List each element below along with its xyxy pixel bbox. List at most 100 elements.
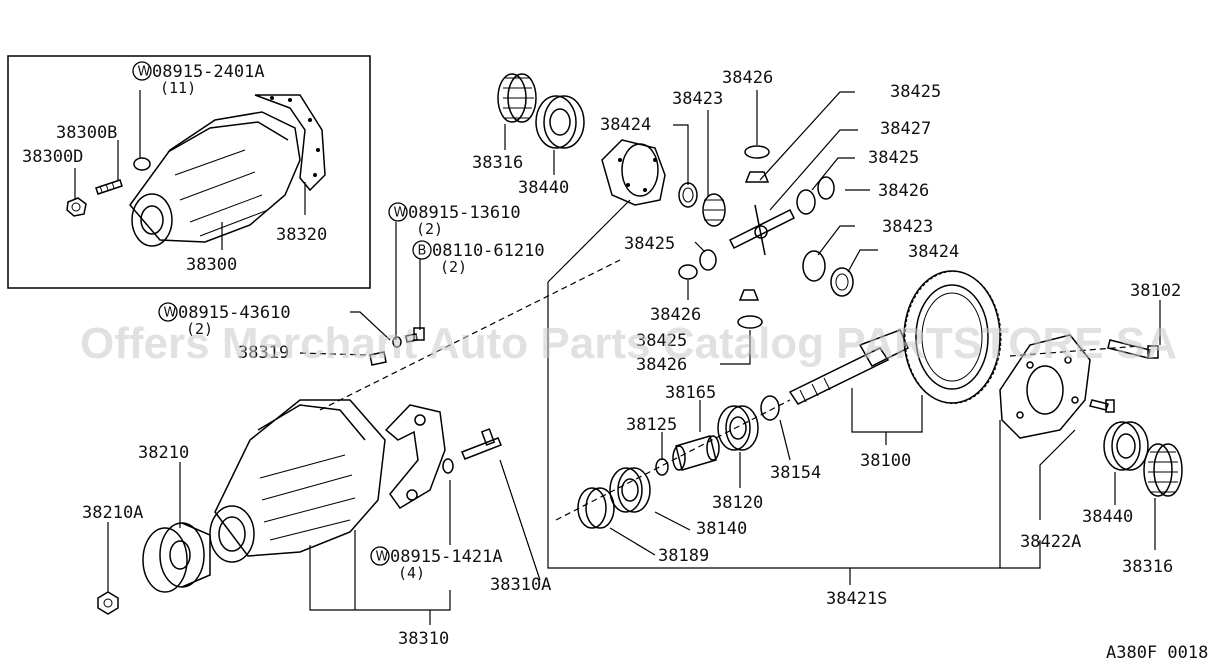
part-number-38300D: 38300D [22,147,83,167]
label-prefix-W08915-1421A: W [376,550,389,565]
differential-case [601,139,666,206]
companion-flange [142,522,211,593]
gear-carrier [209,399,386,563]
part-number-W08915-1421A: 08915-1421A [390,547,503,567]
side-gear-left [702,193,726,227]
side-bearing-top [535,95,585,149]
part-number-38125: 38125 [626,415,677,435]
ring-gear-bolt [1107,339,1159,359]
cap-washer [442,458,454,474]
part-number-38425c: 38425 [624,234,675,254]
part-number-38425b: 38425 [868,148,919,168]
side-oil-seal-top [497,73,537,123]
pinion-shaft [728,204,796,256]
pinion-washer-top [744,145,770,159]
thrust-washer-left [678,182,698,208]
part-number-38310: 38310 [398,629,449,649]
part-number-38102: 38102 [1130,281,1181,301]
side-oil-seal-right [1143,443,1183,497]
quantity-W08915-2401A: (11) [160,79,196,97]
pinion-washer-left [678,264,698,280]
part-number-38426a: 38426 [722,68,773,88]
label-prefix-circle-B08110-61210 [412,240,432,260]
bolt-small [405,327,425,343]
label-prefix-W08915-2401A: W [138,65,151,80]
pinion-mate-gear-top [744,171,770,183]
part-number-38426b: 38426 [878,181,929,201]
pinion-mate-gear-bottom [738,289,760,301]
part-number-W08915-2401A: 08915-2401A [152,62,265,82]
quantity-W08915-43610: (2) [186,320,213,338]
label-prefix-B08110-61210: B [418,244,427,259]
part-number-38300B: 38300B [56,123,117,143]
part-number-38189: 38189 [658,546,709,566]
part-number-38422A: 38422A [1020,532,1081,552]
quantity-W08915-13610: (2) [416,220,443,238]
quantity-W08915-1421A: (4) [398,564,425,582]
case-bolt [1089,399,1115,413]
part-number-38426d: 38426 [636,355,687,375]
inset-frame [7,55,371,289]
part-number-38140: 38140 [696,519,747,539]
differential-carrier-inset [129,94,326,247]
label-prefix-circle-W08915-13610 [388,202,408,222]
part-number-38424b: 38424 [908,242,959,262]
thrust-washer-right [817,176,835,200]
part-number-38440a: 38440 [518,178,569,198]
pinion-washer-bottom [737,315,763,329]
part-number-38316a: 38316 [472,153,523,173]
side-bearing-right [1103,421,1149,471]
label-prefix-circle-W08915-43610 [158,302,178,322]
bearing-cap [384,404,446,509]
pinion-washer [655,458,669,476]
part-number-38424a: 38424 [600,115,651,135]
inset-bolt-and-nut [66,157,151,217]
quantity-B08110-61210: (2) [440,258,467,276]
part-number-38426c: 38426 [650,305,701,325]
label-prefix-W08915-43610: W [164,306,177,321]
part-number-W08915-43610: 08915-43610 [178,303,291,323]
pinion-mate-gear-left [699,249,717,271]
pinion-oil-seal [577,487,615,529]
pinion-height-washer [760,395,780,421]
cap-bolt [461,428,502,460]
differential-case-right [999,334,1091,439]
part-number-38120: 38120 [712,493,763,513]
thrust-washer-right-lower [830,267,854,297]
part-number-38423b: 38423 [882,217,933,237]
pinion-mate-gear-right [796,189,816,215]
part-number-38421S: 38421S [826,589,887,609]
pinion-bearing-rear [609,467,651,513]
drive-pinion [788,329,909,405]
part-number-38310A: 38310A [490,575,551,595]
collapsible-spacer [672,435,720,471]
part-number-38210: 38210 [138,443,189,463]
part-number-38425a: 38425 [890,82,941,102]
part-number-38300: 38300 [186,255,237,275]
part-number-38320: 38320 [276,225,327,245]
part-number-38154: 38154 [770,463,821,483]
label-prefix-circle-W08915-2401A [132,61,152,81]
part-number-38423a: 38423 [672,89,723,109]
flange-nut [97,591,119,615]
part-number-38100: 38100 [860,451,911,471]
ring-gear [903,270,1002,404]
drawing-code: A380F 0018 [1106,643,1208,663]
part-number-B08110-61210: 08110-61210 [432,241,545,261]
part-number-38319: 38319 [238,343,289,363]
part-number-38427: 38427 [880,119,931,139]
part-number-38425d: 38425 [636,331,687,351]
part-number-38440b: 38440 [1082,507,1133,527]
part-number-38165: 38165 [665,383,716,403]
breather [369,351,387,366]
part-number-38210A: 38210A [82,503,143,523]
label-prefix-W08915-13610: W [394,206,407,221]
washer-small [392,336,402,348]
side-gear-right [802,250,826,282]
part-number-W08915-13610: 08915-13610 [408,203,521,223]
part-number-38316b: 38316 [1122,557,1173,577]
label-prefix-circle-W08915-1421A [370,546,390,566]
